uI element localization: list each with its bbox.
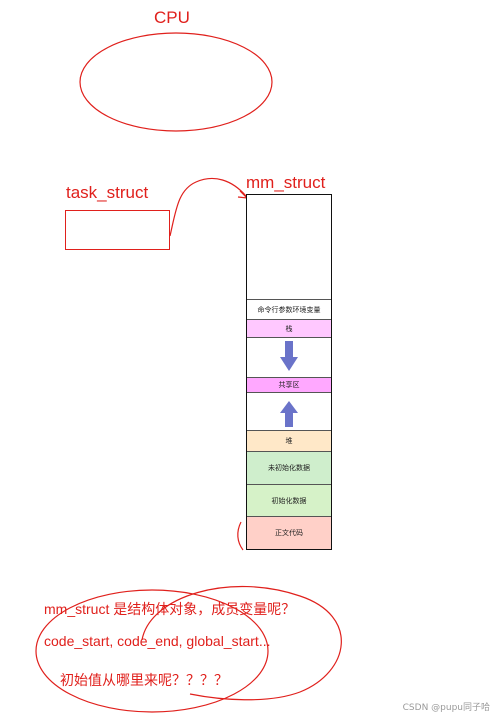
cpu-ellipse [79, 32, 273, 132]
mm-struct-column: 命令行参数环境变量 栈 共享区 堆 未初始化数据 初始化数据 正文代码 [246, 194, 332, 550]
cpu-label: CPU [154, 8, 190, 27]
task-to-mm-connector [169, 177, 247, 237]
question-line-1: mm_struct 是结构体对象，成员变量呢？ [44, 601, 296, 617]
segment-text: 正文代码 [247, 516, 331, 549]
segment-argv-env: 命令行参数环境变量 [247, 299, 331, 319]
segment-heap: 堆 [247, 430, 331, 451]
mm-struct-label: mm_struct [246, 173, 326, 192]
segment-data: 初始化数据 [247, 484, 331, 516]
growth-arrows [280, 341, 298, 427]
question-ellipse-right [141, 585, 342, 701]
heap-growth-up-arrow [280, 401, 298, 427]
task-struct-label: task_struct [66, 183, 149, 202]
segment-bss: 未初始化数据 [247, 451, 331, 484]
segment-shared: 共享区 [247, 377, 331, 392]
watermark: CSDN @pupu同子哈 [402, 703, 490, 713]
question-ellipse-left [35, 589, 269, 713]
stack-growth-down-arrow [280, 341, 298, 371]
segment-stack: 栈 [247, 319, 331, 337]
segment-kernel-space [247, 195, 331, 299]
question-line-2: code_start, code_end, global_start... [44, 633, 271, 649]
task-struct-box [65, 210, 170, 250]
column-squiggle [237, 521, 244, 551]
question-line-3: 初始值从哪里来呢？？？？ [60, 672, 228, 688]
